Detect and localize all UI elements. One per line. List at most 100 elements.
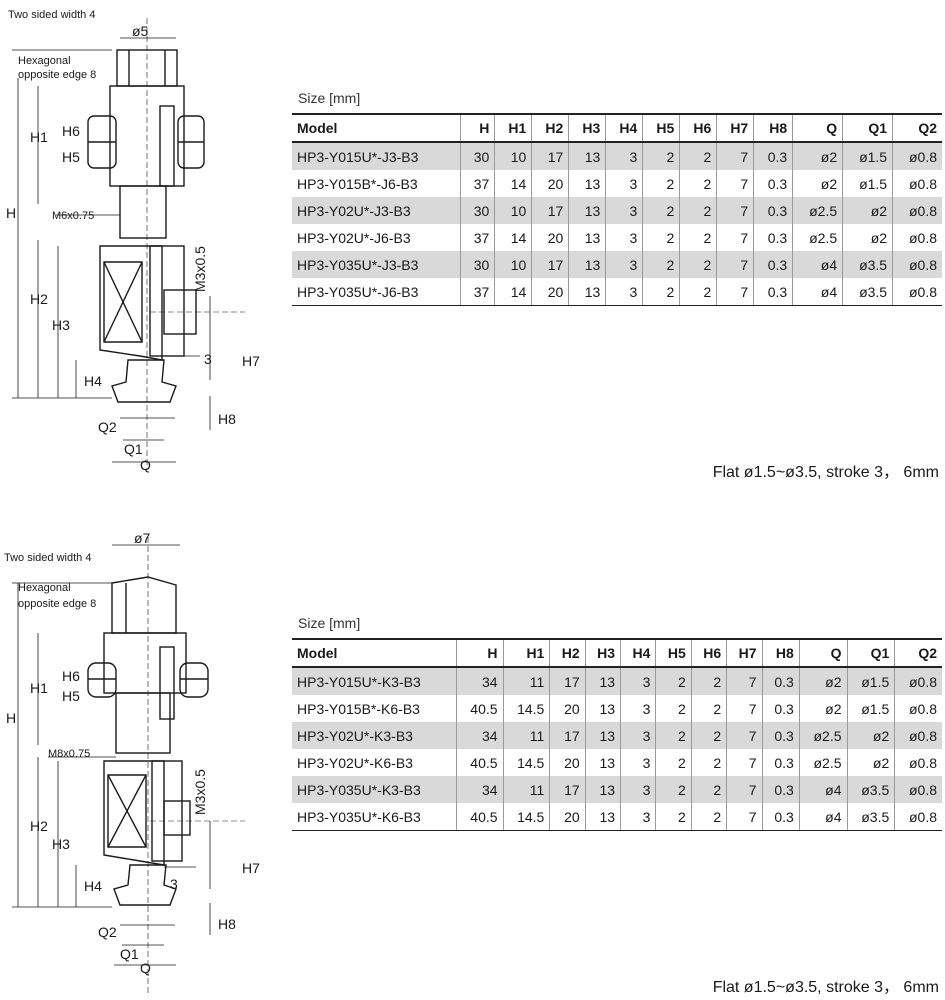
cell-q1: ø3.5 [846,803,895,831]
cell-h6: 2 [679,278,717,306]
cell-h8: 0.3 [761,667,800,695]
cell-h5: 2 [655,695,692,722]
cell-h2: 20 [531,224,569,251]
col-header-h2: H2 [549,638,586,668]
cell-q1: ø3.5 [846,776,895,803]
dim-h1-label: H1 [30,129,48,145]
cell-h6: 2 [690,667,727,695]
cell-q: ø4 [792,251,843,278]
dim-h5-label: H5 [62,149,80,165]
col-header-h8: H8 [753,113,793,143]
cell-h4: 3 [620,722,656,749]
cell-h4: 3 [605,197,643,224]
cell-h1: 10 [494,142,532,170]
cell-h3: 13 [568,224,606,251]
cell-h: 34 [455,667,504,695]
cell-q1: ø1.5 [842,170,893,197]
cell-h7: 7 [726,695,762,722]
cell-h2: 17 [531,251,569,278]
cell-h7: 7 [716,224,754,251]
col-header-h1: H1 [494,113,532,143]
col-header-model: Model [292,113,461,143]
cell-h1: 14 [494,278,532,306]
cell-h6: 2 [679,224,717,251]
cell-q: ø4 [798,803,848,831]
cell-h5: 2 [642,278,680,306]
cell-model: HP3-Y015U*-K3-B3 [292,667,457,695]
cell-q1: ø2 [846,749,895,776]
table-row: HP3-Y015U*-J3-B3 30 10 17 13 3 2 2 7 0.3… [292,142,942,170]
cell-h1: 11 [502,667,550,695]
opposite-edge-label: opposite edge 8 [18,69,96,81]
table-row: HP3-Y035U*-K6-B3 40.5 14.5 20 13 3 2 2 7… [292,803,942,831]
cell-q: ø2 [798,695,848,722]
table-header-row: Model H H1 H2 H3 H4 H5 H6 H7 H8 Q Q1 Q2 [292,113,942,143]
cell-h5: 2 [655,722,692,749]
cell-q2: ø0.8 [894,776,942,803]
cell-h2: 20 [549,749,586,776]
cell-model: HP3-Y015B*-K6-B3 [297,700,420,717]
cell-h1: 14 [494,170,532,197]
cell-h7: 7 [726,776,762,803]
cell-h3: 13 [584,749,621,776]
cell-q: ø2 [798,667,848,695]
cell-h5: 2 [655,776,692,803]
thread-label: M6x0.75 [52,210,94,222]
cell-model: HP3-Y035U*-K6-B3 [292,803,457,831]
dim-h4-label: H4 [84,878,102,894]
cell-h: 34 [455,776,504,803]
hexagonal-label: Hexagonal [18,582,71,594]
cell-h2: 17 [549,722,586,749]
col-header-h5: H5 [655,638,692,668]
col-header-h3: H3 [584,638,621,668]
cell-h: 40.5 [455,695,504,722]
cell-h8: 0.3 [761,695,800,722]
spec-table: Model H H1 H2 H3 H4 H5 H6 H7 H8 Q Q1 Q2 … [292,638,942,831]
cell-h4: 3 [620,776,656,803]
port-label: M3x0.5 [192,769,208,815]
table-header-row: Model H H1 H2 H3 H4 H5 H6 H7 H8 Q Q1 Q2 [292,638,942,668]
cell-h1: 10 [494,197,532,224]
cell-q2: ø0.8 [894,749,942,776]
cell-q: ø2.5 [798,722,848,749]
cell-q2: ø0.8 [894,695,942,722]
cell-h: 40.5 [455,803,504,831]
top-diameter-label: ø7 [134,530,151,546]
cell-model: HP3-Y015U*-J3-B3 [292,142,461,170]
two-sided-width-label: Two sided width 4 [8,9,95,21]
table-row: HP3-Y015B*-K6-B3 40.5 14.5 20 13 3 2 2 7… [292,695,942,722]
table-row: HP3-Y015U*-K3-B3 34 11 17 13 3 2 2 7 0.3… [292,667,942,695]
cell-h3: 13 [584,695,621,722]
dim-stroke-label: 3 [170,876,178,892]
cell-h8: 0.3 [761,803,800,831]
cell-h4: 3 [605,251,643,278]
cell-h4: 3 [605,142,643,170]
cell-q: ø2.5 [798,749,848,776]
cell-h8: 0.3 [753,170,793,197]
technical-drawing-1: Two sided width 4 Hexagonal opposite edg… [0,0,260,475]
suction-pad [113,864,177,906]
cell-q1: ø2 [842,197,893,224]
col-header-q: Q [798,638,848,668]
cell-model: HP3-Y02U*-J6-B3 [297,229,411,246]
col-header-h8: H8 [761,638,800,668]
cell-h5: 2 [655,749,692,776]
cell-h: 37 [460,170,495,197]
dim-q1-label: Q1 [120,946,139,962]
col-header-q1: Q1 [846,638,895,668]
col-header-model: Model [292,638,457,668]
cell-h: 37 [460,278,495,306]
dim-h6-label: H6 [62,668,80,684]
cell-h7: 7 [726,749,762,776]
cell-h7: 7 [726,667,762,695]
cell-model: HP3-Y02U*-J3-B3 [292,197,461,224]
cell-q2: ø0.8 [892,142,942,170]
cell-h3: 13 [568,197,606,224]
cell-q: ø2 [792,142,843,170]
cell-h3: 13 [568,278,606,306]
cell-h2: 17 [549,667,586,695]
dim-h6-label: H6 [62,123,80,139]
cell-h2: 20 [549,803,586,831]
cell-q: ø2.5 [792,224,843,251]
cell-h8: 0.3 [753,142,793,170]
